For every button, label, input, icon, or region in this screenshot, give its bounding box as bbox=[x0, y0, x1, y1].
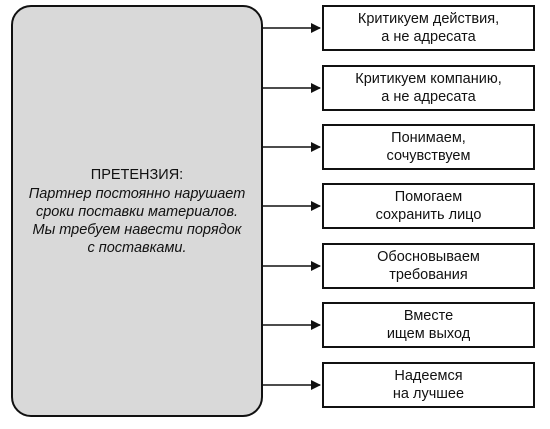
step-box-find-solution: Вместе ищем выход bbox=[322, 302, 535, 348]
step-box-hope-best: Надеемся на лучшее bbox=[322, 362, 535, 408]
claim-text: Партнер постоянно нарушает сроки поставк… bbox=[28, 185, 246, 256]
claim-title: ПРЕТЕНЗИЯ: bbox=[90, 166, 184, 183]
step-box-criticize-actions: Критикуем действия, а не адресата bbox=[322, 5, 535, 51]
step-box-criticize-company: Критикуем компанию, а не адресата bbox=[322, 65, 535, 111]
claim-box: ПРЕТЕНЗИЯ: Партнер постоянно нарушает ср… bbox=[11, 5, 263, 417]
step-box-understand-sympathize: Понимаем, сочувствуем bbox=[322, 124, 535, 170]
step-box-justify-demands: Обосновываем требования bbox=[322, 243, 535, 289]
step-box-save-face: Помогаем сохранить лицо bbox=[322, 183, 535, 229]
